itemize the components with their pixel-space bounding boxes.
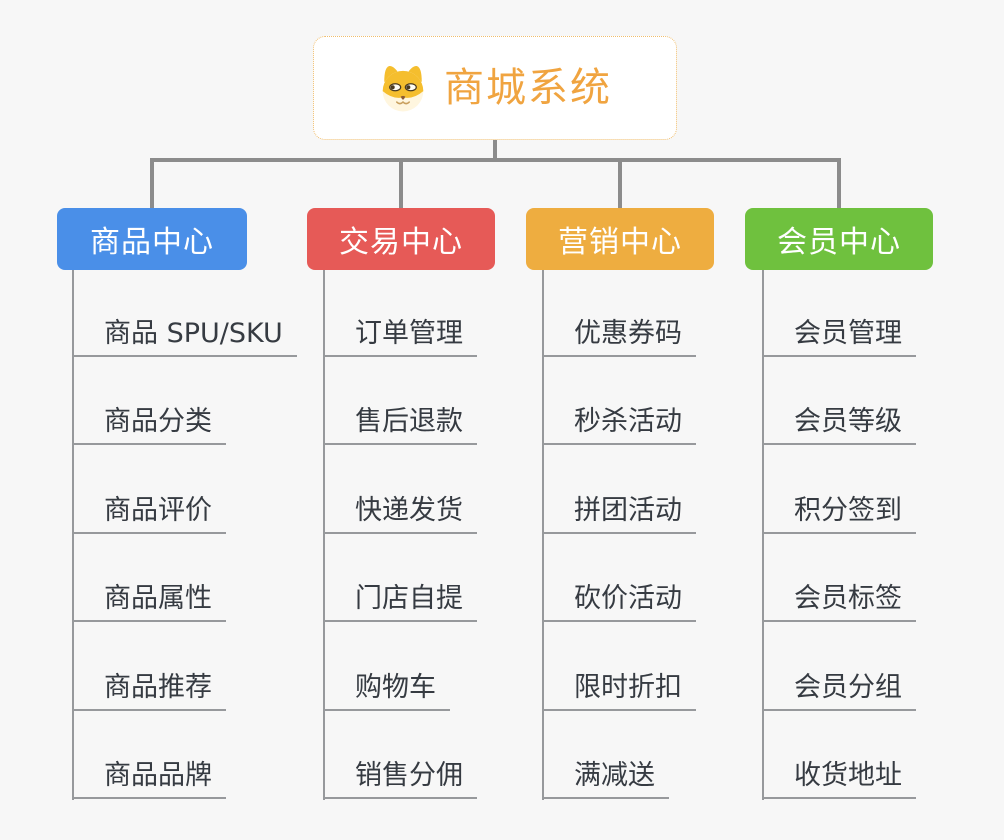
dog-face-icon [382,66,424,112]
leaf-node[interactable]: 收货地址 [762,760,916,799]
leaf-node[interactable]: 积分签到 [762,495,916,534]
leaf-node[interactable]: 商品 SPU/SKU [72,318,297,357]
root-title: 商城系统 [444,65,612,111]
connector-trunk [72,270,74,800]
leaf-node[interactable]: 订单管理 [323,318,477,357]
leaf-node[interactable]: 商品分类 [72,406,226,445]
connector-drop [399,158,403,208]
leaf-node[interactable]: 优惠券码 [542,318,696,357]
leaf-node[interactable]: 会员分组 [762,672,916,711]
leaf-node[interactable]: 会员标签 [762,583,916,622]
branch-node-member-center[interactable]: 会员中心 [745,208,933,270]
leaf-node[interactable]: 商品属性 [72,583,226,622]
leaf-node[interactable]: 砍价活动 [542,583,696,622]
connector-root-drop [493,140,497,162]
leaf-node[interactable]: 拼团活动 [542,495,696,534]
connector-drop [150,158,154,208]
connector-trunk [323,270,325,800]
leaf-node[interactable]: 售后退款 [323,406,477,445]
leaf-node[interactable]: 商品推荐 [72,672,226,711]
branch-node-trade-center[interactable]: 交易中心 [307,208,495,270]
leaf-node[interactable]: 会员等级 [762,406,916,445]
leaf-node[interactable]: 商品评价 [72,495,226,534]
leaf-node[interactable]: 满减送 [542,760,669,799]
root-node[interactable]: 商城系统 [313,36,677,140]
connector-trunk [542,270,544,800]
connector-bus [150,158,841,162]
leaf-node[interactable]: 销售分佣 [323,760,477,799]
leaf-node[interactable]: 秒杀活动 [542,406,696,445]
connector-drop [618,158,622,208]
leaf-node[interactable]: 购物车 [323,672,450,711]
leaf-node[interactable]: 快递发货 [323,495,477,534]
leaf-node[interactable]: 限时折扣 [542,672,696,711]
branch-node-product-center[interactable]: 商品中心 [57,208,247,270]
branch-node-marketing-center[interactable]: 营销中心 [526,208,714,270]
leaf-node[interactable]: 会员管理 [762,318,916,357]
leaf-node[interactable]: 商品品牌 [72,760,226,799]
leaf-node[interactable]: 门店自提 [323,583,477,622]
connector-trunk [762,270,764,800]
connector-drop [837,158,841,208]
